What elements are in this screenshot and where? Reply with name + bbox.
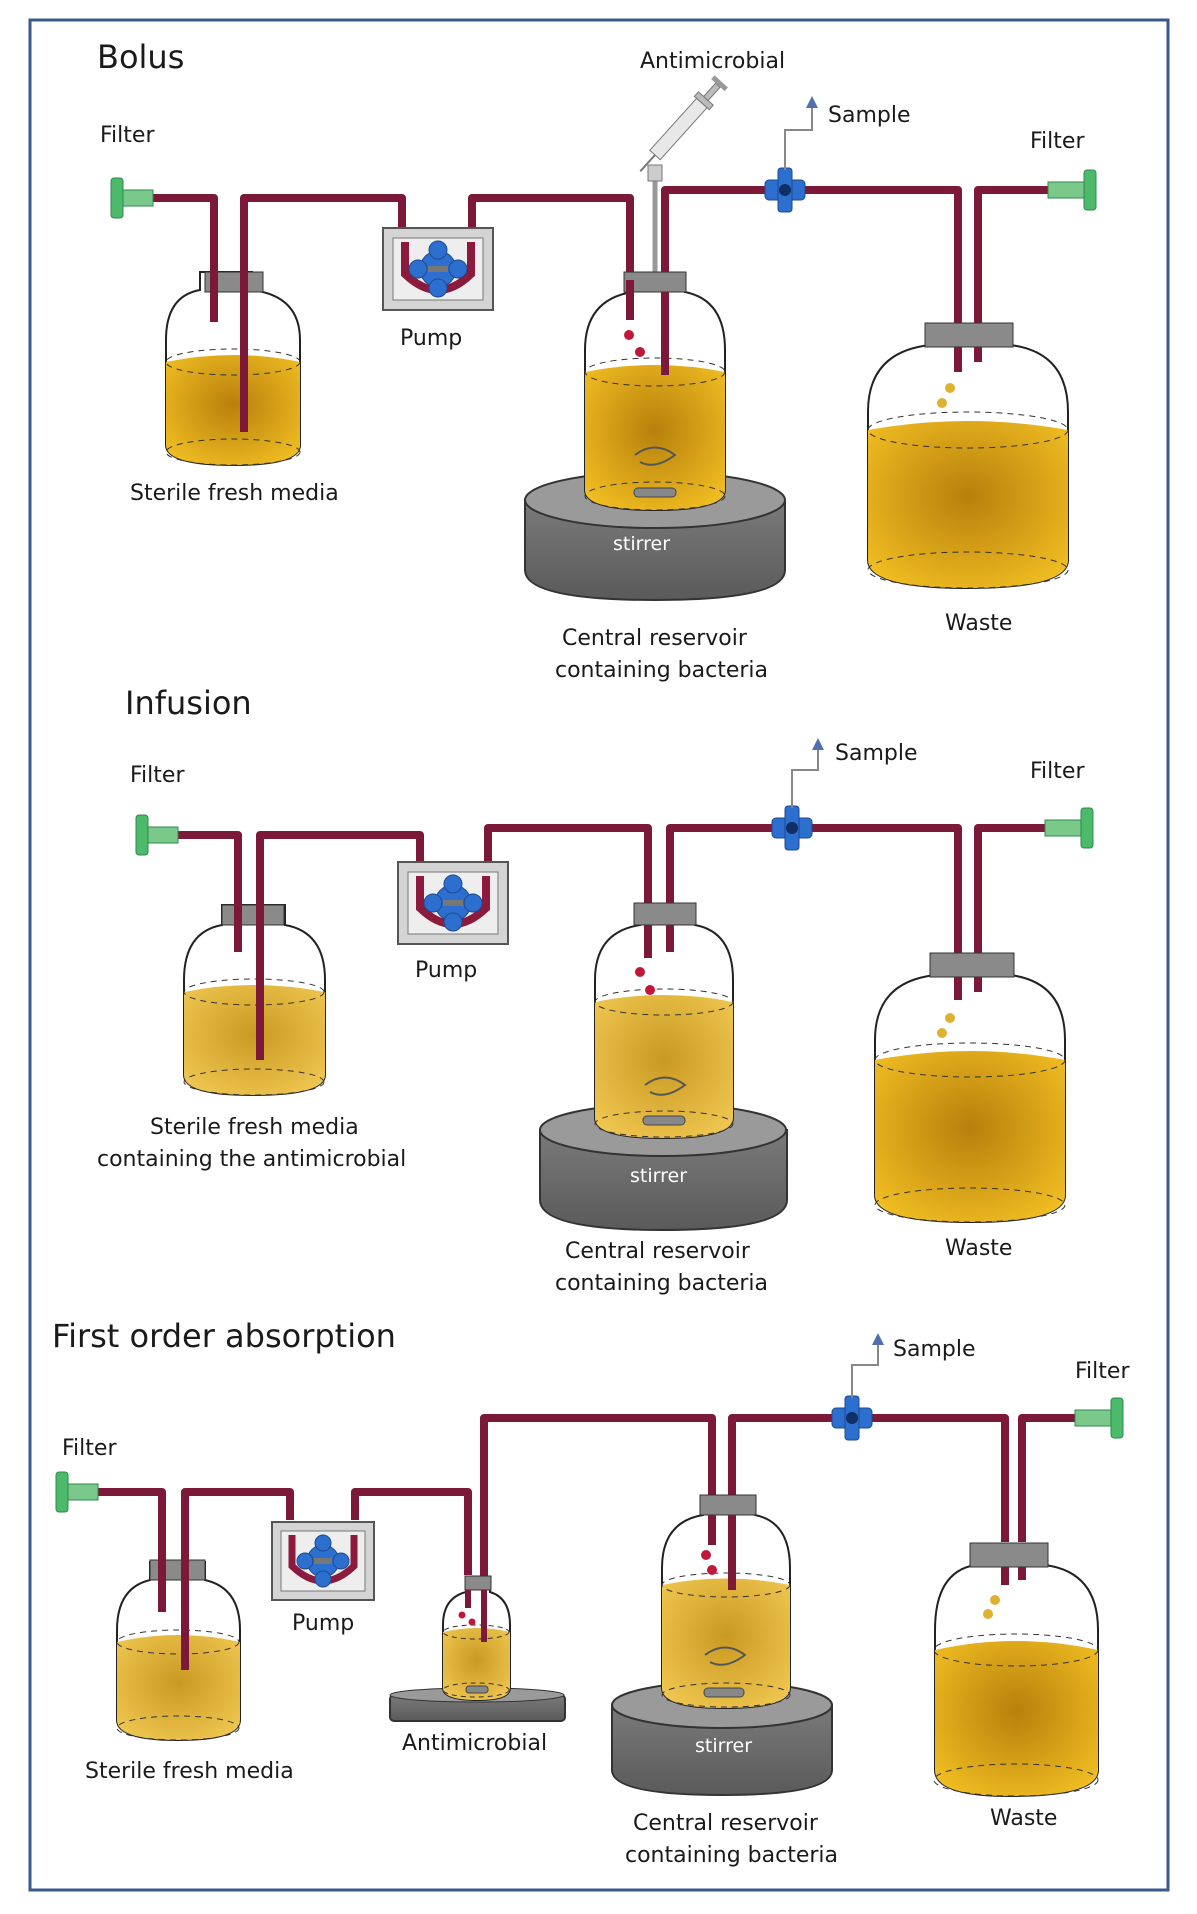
reservoir-label-line2: containing bacteria [555, 1271, 768, 1296]
sample-valve-icon [764, 167, 806, 213]
media-label: Sterile fresh media [85, 1759, 294, 1784]
reservoir-bottle [594, 902, 734, 1140]
pump-label: Pump [400, 326, 462, 351]
pump-icon [397, 861, 509, 945]
panel-infusion: Infusion Filter Filter Sample [97, 684, 1094, 1296]
media-bottle [165, 250, 301, 467]
filter-right-label: Filter [1030, 759, 1085, 784]
syringe-icon [639, 75, 728, 173]
media-bottle [183, 890, 326, 1097]
antimicrobial-label: Antimicrobial [402, 1731, 547, 1756]
sample-label: Sample [828, 103, 911, 128]
media-label-line2: containing the antimicrobial [97, 1147, 406, 1172]
media-bottle [116, 1545, 241, 1742]
reservoir-label-line2: containing bacteria [625, 1843, 838, 1868]
sample-arrow-icon [851, 1343, 879, 1398]
panel-title: Bolus [97, 38, 184, 76]
figure-frame [28, 18, 1170, 1892]
filter-icon [1047, 169, 1097, 211]
filter-icon [1044, 807, 1094, 849]
filter-right-label: Filter [1030, 129, 1085, 154]
filter-icon [1074, 1397, 1124, 1439]
stirrer-label: stirrer [613, 533, 670, 555]
panel-title: First order absorption [52, 1317, 396, 1355]
sample-label: Sample [835, 741, 918, 766]
stirrer-label: stirrer [630, 1165, 687, 1187]
antimicrobial-label: Antimicrobial [640, 49, 785, 74]
waste-label: Waste [990, 1806, 1057, 1831]
filter-left-label: Filter [62, 1436, 117, 1461]
media-label: Sterile fresh media [130, 481, 339, 506]
filter-left-label: Filter [100, 123, 155, 148]
panel-first-order-absorption: First order absorption Filter Filter Sam… [52, 1317, 1130, 1868]
waste-label: Waste [945, 611, 1012, 636]
filter-icon [55, 1471, 99, 1513]
reservoir-label-line1: Central reservoir [633, 1811, 819, 1836]
tubing [95, 1414, 1075, 1670]
waste-bottle [874, 952, 1066, 1224]
reservoir-bottle [661, 1494, 791, 1710]
pump-icon [382, 227, 494, 311]
reservoir-bottle [584, 271, 726, 512]
waste-bottle [933, 1542, 1099, 1798]
media-label-line1: Sterile fresh media [150, 1115, 359, 1140]
pump-label: Pump [292, 1611, 354, 1636]
sample-valve-icon [831, 1395, 873, 1441]
pump-icon [271, 1521, 375, 1601]
filter-icon [135, 814, 179, 856]
waste-bottle [867, 322, 1069, 590]
pump-label: Pump [415, 958, 477, 983]
sample-label: Sample [893, 1337, 976, 1362]
sample-arrow-icon [791, 748, 819, 808]
antimicrobial-bottle [442, 1575, 511, 1702]
reservoir-label-line2: containing bacteria [555, 658, 768, 683]
panel-bolus: Bolus Filter Filter [97, 38, 1097, 683]
filter-left-label: Filter [130, 763, 185, 788]
waste-label: Waste [945, 1236, 1012, 1261]
sample-arrow-icon [784, 105, 813, 170]
filter-right-label: Filter [1075, 1359, 1130, 1384]
panel-title: Infusion [125, 684, 252, 722]
reservoir-label-line1: Central reservoir [562, 626, 748, 651]
sample-valve-icon [771, 805, 813, 851]
reservoir-label-line1: Central reservoir [565, 1239, 751, 1264]
filter-icon [110, 177, 154, 219]
stirrer-label: stirrer [695, 1735, 752, 1757]
